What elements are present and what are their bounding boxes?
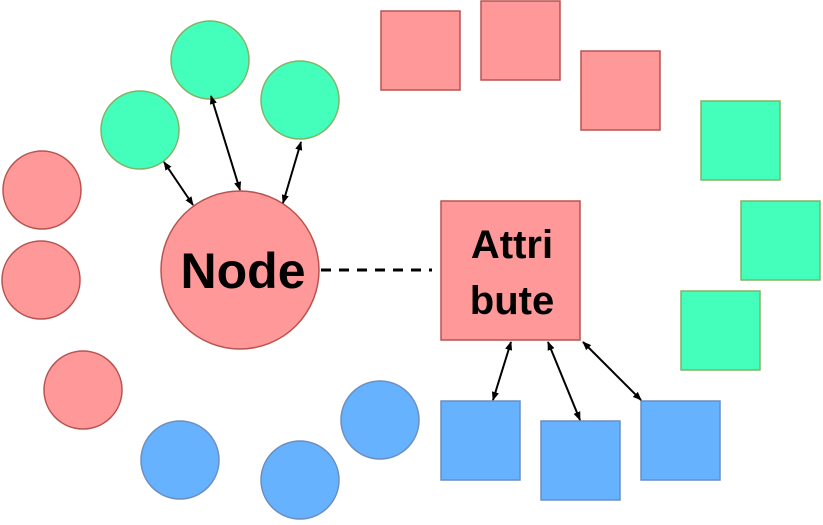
blue-circle-2[interactable] (260, 440, 340, 520)
arrow-attribute-blue-2 (547, 341, 581, 421)
blue-square-3[interactable] (640, 400, 721, 481)
blue-circle-3[interactable] (340, 380, 420, 460)
pink-circle-3[interactable] (43, 350, 123, 430)
arrow-attribute-blue-3 (582, 341, 642, 401)
green-circle-1[interactable] (100, 90, 180, 170)
arrow-attribute-blue-1 (491, 341, 513, 401)
attribute-label-line1: Attri (471, 223, 553, 267)
green-circle-3[interactable] (260, 60, 340, 140)
pink-square-3[interactable] (580, 50, 661, 131)
pink-circle-2[interactable] (1, 240, 81, 320)
attribute-label-line2: bute (470, 279, 554, 323)
blue-circle-1[interactable] (140, 420, 220, 500)
pink-square-1[interactable] (380, 10, 461, 91)
blue-square-1[interactable] (440, 400, 521, 481)
attribute-square[interactable] (440, 200, 581, 341)
green-square-1[interactable] (700, 100, 781, 181)
arrow-node-green-2 (209, 95, 242, 191)
green-square-2[interactable] (740, 200, 821, 281)
arrow-node-green-1 (163, 161, 194, 206)
pink-circle-1[interactable] (2, 150, 82, 230)
arrow-node-green-3 (281, 141, 303, 204)
node-label: Node (181, 243, 306, 299)
green-square-3[interactable] (680, 290, 761, 371)
pink-square-2[interactable] (480, 0, 561, 81)
green-circle-2[interactable] (170, 20, 250, 100)
node-circle[interactable] (160, 190, 320, 350)
blue-square-2[interactable] (540, 420, 621, 501)
